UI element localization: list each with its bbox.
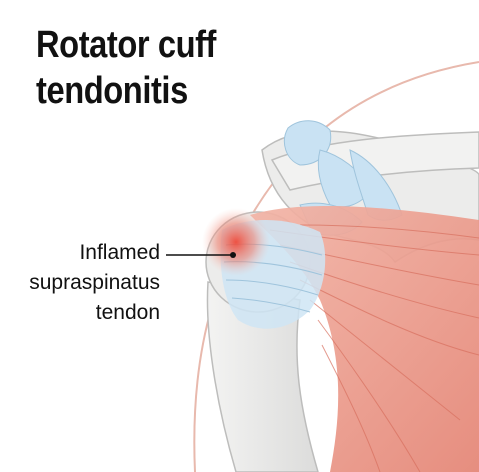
title-line-2: tendonitis bbox=[36, 68, 216, 114]
callout-leader-dot bbox=[230, 252, 236, 258]
callout-label: Inflamed supraspinatus tendon bbox=[0, 238, 160, 328]
inflammation-glow bbox=[202, 208, 270, 276]
illustration-title: Rotator cuff tendonitis bbox=[36, 22, 216, 114]
callout-line-1: Inflamed bbox=[0, 238, 160, 268]
callout-line-2: supraspinatus bbox=[0, 268, 160, 298]
title-line-1: Rotator cuff bbox=[36, 22, 216, 68]
callout-line-3: tendon bbox=[0, 298, 160, 328]
